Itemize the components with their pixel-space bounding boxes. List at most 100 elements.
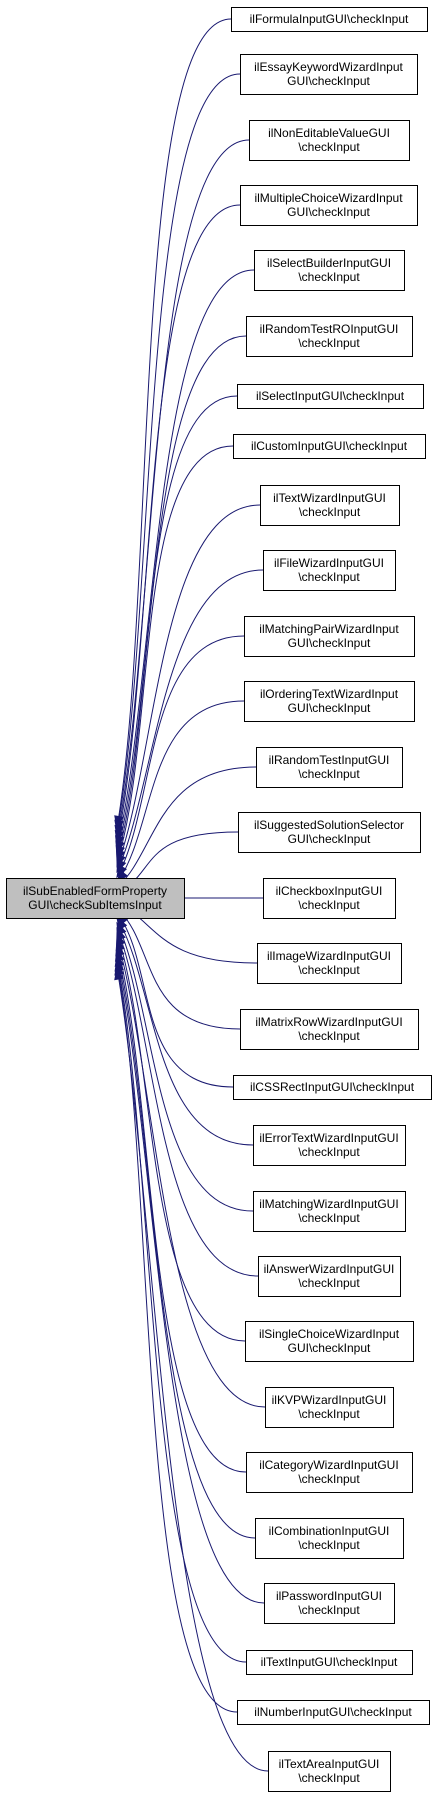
caller-node[interactable]: ilErrorTextWizardInputGUI\checkInput [253, 1125, 406, 1166]
node-label: \checkInput [298, 570, 360, 584]
node-box [240, 1009, 419, 1050]
graph-nodes: ilSubEnabledFormPropertyGUI\checkSubItem… [6, 7, 432, 1792]
node-label: ilCheckboxInputGUI [276, 884, 383, 898]
node-label: ilTextWizardInputGUI [273, 491, 386, 505]
node-label: \checkInput [298, 1771, 360, 1785]
node-label: ilCSSRectInputGUI\checkInput [250, 1080, 415, 1094]
node-box [253, 1191, 406, 1232]
caller-node[interactable]: ilRandomTestROInputGUI\checkInput [246, 316, 413, 357]
node-box [246, 316, 413, 357]
node-label: ilFormulaInputGUI\checkInput [250, 12, 409, 26]
node-label: \checkInput [298, 1029, 360, 1043]
node-box [268, 1751, 391, 1792]
call-edge [116, 922, 254, 1212]
node-label: ilEssayKeywordWizardInput [254, 60, 403, 74]
caller-node[interactable]: ilCategoryWizardInputGUI\checkInput [246, 1452, 413, 1493]
node-box [257, 943, 402, 984]
node-box [237, 384, 424, 409]
caller-node[interactable]: ilCheckboxInputGUI\checkInput [263, 878, 396, 919]
node-box [254, 250, 405, 291]
call-edge [116, 335, 247, 854]
call-edge [116, 569, 264, 872]
call-edge [116, 204, 241, 843]
node-label: GUI\checkSubItemsInput [28, 898, 162, 912]
node-box [264, 1583, 395, 1624]
caller-node[interactable]: ilTextInputGUI\checkInput [246, 1650, 413, 1675]
call-edge [116, 908, 241, 1030]
call-edge [116, 943, 247, 1473]
caller-node[interactable]: ilCSSRectInputGUI\checkInput [233, 1075, 432, 1100]
call-edge [116, 949, 256, 1539]
caller-node[interactable]: ilMultipleChoiceWizardInputGUI\checkInpu… [240, 185, 418, 226]
caller-node[interactable]: ilRandomTestInputGUI\checkInput [256, 747, 403, 788]
node-box [238, 812, 421, 853]
caller-node[interactable]: ilNumberInputGUI\checkInput [237, 1700, 430, 1725]
node-label: GUI\checkInput [288, 701, 371, 715]
call-edge [116, 963, 238, 1713]
caller-node[interactable]: ilSelectBuilderInputGUI\checkInput [254, 250, 405, 291]
node-box [240, 185, 418, 226]
node-box [263, 550, 396, 591]
node-label: ilTextInputGUI\checkInput [261, 1655, 398, 1669]
caller-node[interactable]: ilKVPWizardInputGUI\checkInput [265, 1387, 394, 1428]
caller-node[interactable]: ilMatrixRowWizardInputGUI\checkInput [240, 1009, 419, 1050]
node-label: ilSelectBuilderInputGUI [267, 256, 391, 270]
node-label: ilTextAreaInputGUI [279, 1757, 380, 1771]
call-edge [116, 933, 246, 1342]
node-label: ilSelectInputGUI\checkInput [256, 389, 405, 403]
node-box [260, 485, 400, 526]
node-label: ilOrderingTextWizardInput [260, 687, 399, 701]
node-box [249, 120, 410, 161]
node-box [245, 1321, 414, 1362]
node-label: \checkInput [298, 336, 360, 350]
caller-node[interactable]: ilFormulaInputGUI\checkInput [231, 7, 428, 32]
call-edge [116, 912, 234, 1088]
caller-node[interactable]: ilPasswordInputGUI\checkInput [264, 1583, 395, 1624]
caller-node[interactable]: ilTextAreaInputGUI\checkInput [268, 1751, 391, 1792]
node-label: ilKVPWizardInputGUI [272, 1393, 387, 1407]
caller-node[interactable]: ilTextWizardInputGUI\checkInput [260, 485, 400, 526]
node-box [240, 54, 418, 95]
node-label: \checkInput [298, 1603, 360, 1617]
caller-node[interactable]: ilCombinationInputGUI\checkInput [255, 1518, 404, 1559]
call-edge [116, 917, 254, 1146]
call-edges [114, 18, 269, 1772]
node-label: ilImageWizardInputGUI [267, 949, 391, 963]
node-box [253, 1125, 406, 1166]
call-edge [116, 967, 269, 1772]
node-label: \checkInput [298, 767, 360, 781]
node-label: \checkInput [298, 1538, 360, 1552]
node-label: GUI\checkInput [287, 74, 370, 88]
node-label: ilRandomTestROInputGUI [260, 322, 399, 336]
caller-node[interactable]: ilImageWizardInputGUI\checkInput [257, 943, 402, 984]
caller-node[interactable]: ilSuggestedSolutionSelectorGUI\checkInpu… [238, 812, 421, 853]
node-box [233, 434, 426, 459]
caller-node[interactable]: ilNonEditableValueGUI\checkInput [249, 120, 410, 161]
node-box [263, 878, 396, 919]
node-box [258, 1256, 401, 1297]
node-box [6, 878, 185, 919]
node-label: ilSubEnabledFormProperty [23, 884, 167, 898]
caller-node[interactable]: ilMatchingWizardInputGUI\checkInput [253, 1191, 406, 1232]
node-label: GUI\checkInput [287, 205, 370, 219]
caller-node[interactable]: ilFileWizardInputGUI\checkInput [263, 550, 396, 591]
node-label: ilErrorTextWizardInputGUI [259, 1131, 398, 1145]
caller-node[interactable]: ilCustomInputGUI\checkInput [233, 434, 426, 459]
node-box [265, 1387, 394, 1428]
caller-node[interactable]: ilSelectInputGUI\checkInput [237, 384, 424, 409]
node-label: ilSuggestedSolutionSelector [254, 818, 404, 832]
node-box [244, 616, 415, 657]
node-label: \checkInput [298, 1407, 360, 1421]
node-label: ilCombinationInputGUI [269, 1524, 390, 1538]
call-edge [116, 635, 245, 878]
node-label: GUI\checkInput [288, 636, 371, 650]
node-label: ilAnswerWizardInputGUI [264, 1262, 395, 1276]
node-box [244, 681, 415, 722]
node-box [246, 1650, 413, 1675]
caller-node[interactable]: ilAnswerWizardInputGUI\checkInput [258, 1256, 401, 1297]
